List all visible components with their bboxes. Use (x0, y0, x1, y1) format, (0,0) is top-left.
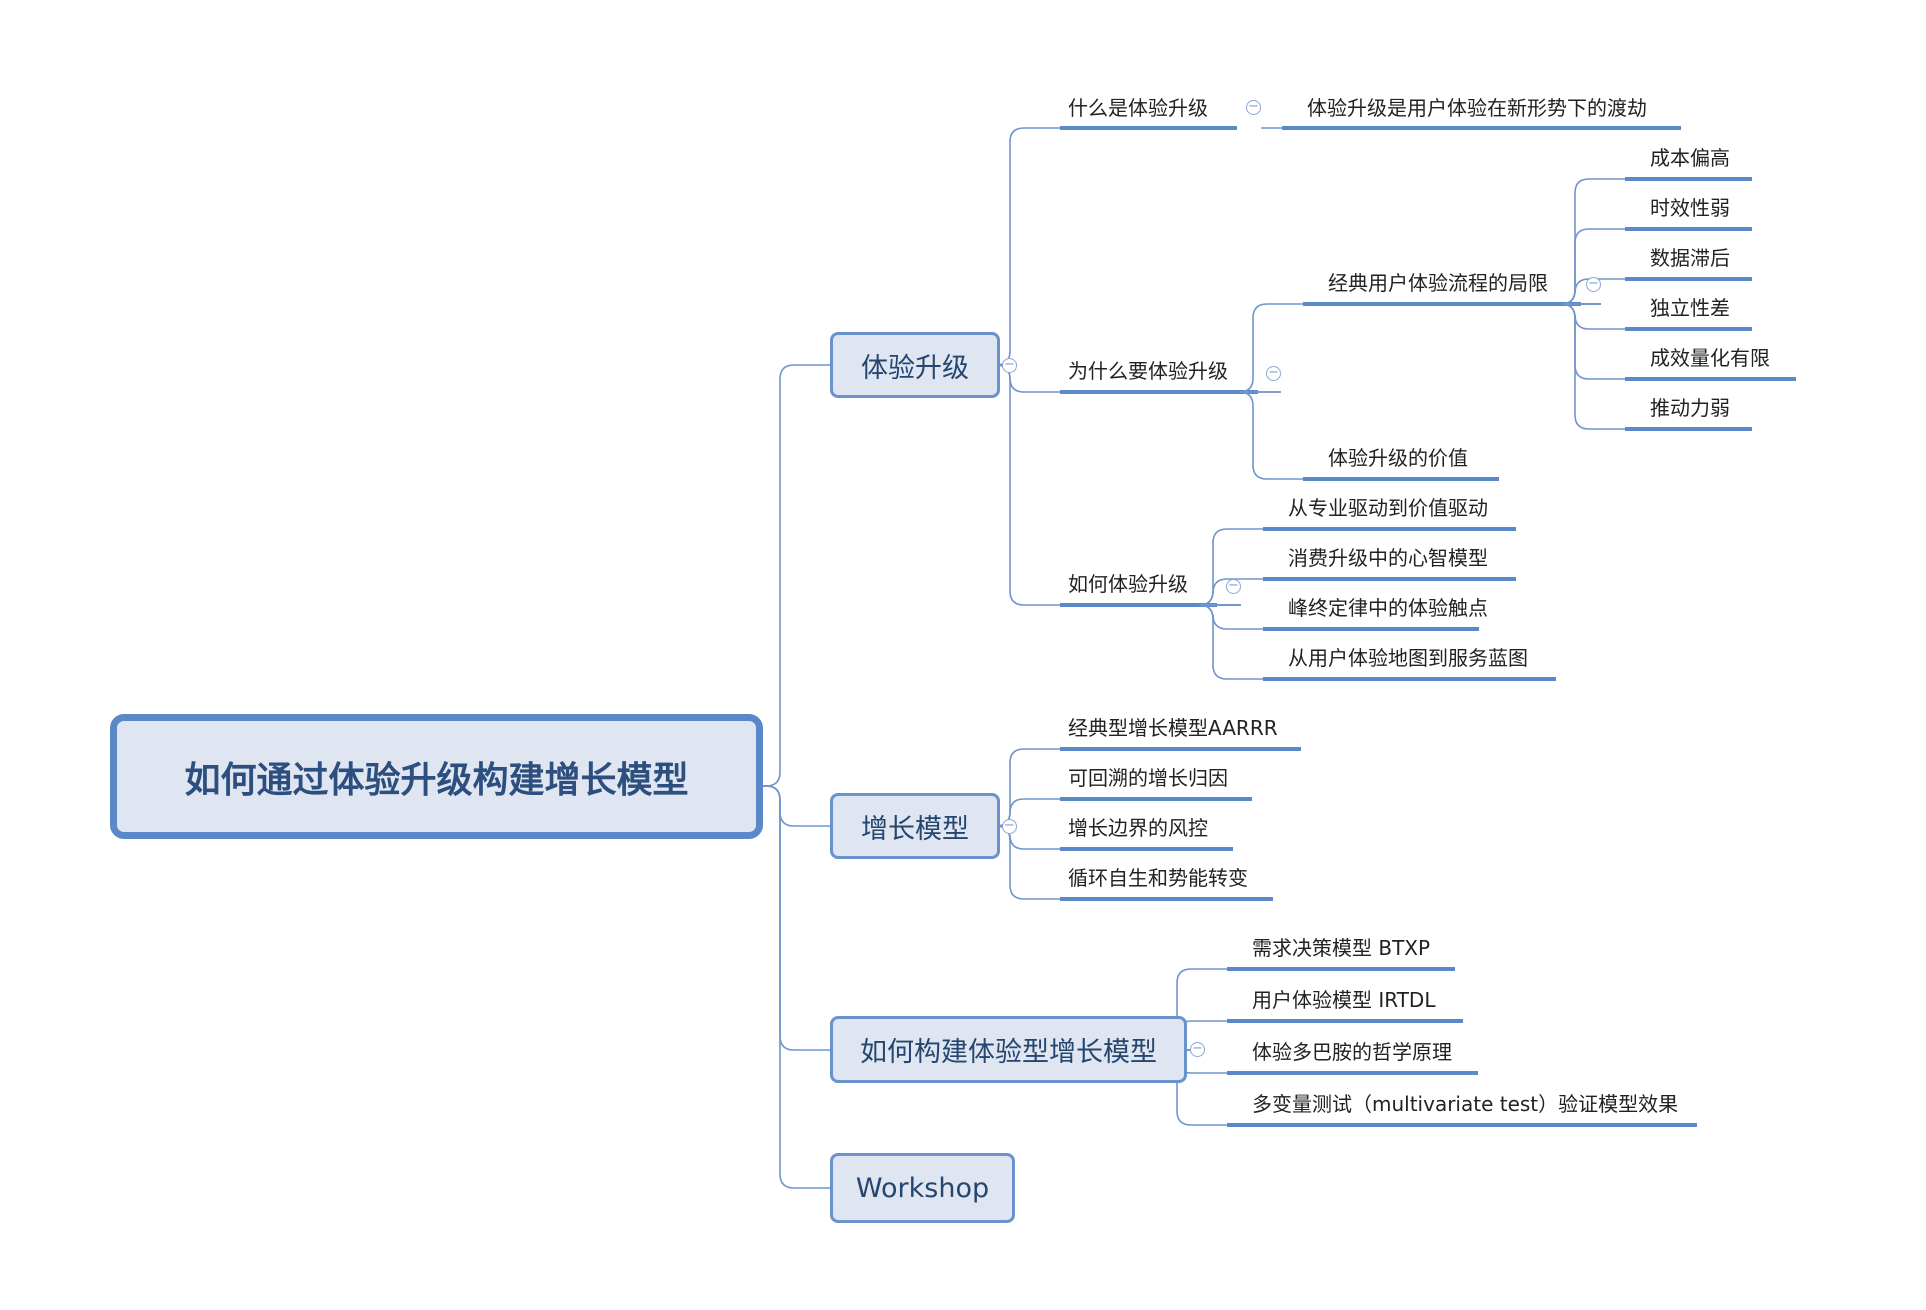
branch-label: 如何构建体验型增长模型 (860, 1037, 1157, 1068)
topic-limit-quantification[interactable]: 成效量化有限 (1650, 346, 1770, 370)
topic-upgrade-value[interactable]: 体验升级的价值 (1328, 446, 1468, 470)
topic-growth-3[interactable]: 增长边界的风控 (1068, 816, 1208, 840)
topic-classic-ux-limits[interactable]: 经典用户体验流程的局限 (1328, 271, 1548, 295)
topic-growth-2[interactable]: 可回溯的增长归因 (1068, 766, 1228, 790)
connector (1560, 303, 1625, 430)
topic-build-1[interactable]: 需求决策模型 BTXP (1252, 936, 1431, 960)
root-topic-label: 如何通过体验升级构建增长模型 (184, 759, 689, 801)
connector (995, 748, 1060, 827)
topic-growth-1[interactable]: 经典型增长模型AARRR (1068, 716, 1278, 740)
collapse-toggle-icon[interactable]: − (1002, 819, 1017, 834)
connector (1560, 303, 1625, 380)
branch-label: 增长模型 (861, 813, 969, 845)
topic-limit-driving-force[interactable]: 推动力弱 (1650, 396, 1730, 420)
connector (763, 785, 830, 827)
branch-growth-model[interactable]: 增长模型 (830, 793, 1000, 859)
topic-build-2[interactable]: 用户体验模型 IRTDL (1252, 988, 1436, 1012)
topic-how-2[interactable]: 消费升级中的心智模型 (1288, 546, 1488, 570)
collapse-toggle-icon[interactable]: − (1226, 579, 1241, 594)
topic-how-3[interactable]: 峰终定律中的体验触点 (1288, 596, 1488, 620)
topic-limit-data-lag[interactable]: 数据滞后 (1650, 246, 1730, 270)
connector (995, 825, 1060, 900)
collapse-toggle-icon[interactable]: − (1002, 358, 1017, 373)
topic-how-upgrade[interactable]: 如何体验升级 (1068, 572, 1188, 596)
connector (1238, 391, 1303, 480)
topic-upgrade-definition[interactable]: 体验升级是用户体验在新形势下的渡劫 (1307, 96, 1647, 120)
collapse-toggle-icon[interactable]: − (1266, 366, 1281, 381)
collapse-toggle-icon[interactable]: − (1246, 100, 1261, 115)
topic-limit-timeliness[interactable]: 时效性弱 (1650, 196, 1730, 220)
connector (763, 364, 830, 787)
topic-limit-cost[interactable]: 成本偏高 (1650, 146, 1730, 170)
collapse-toggle-icon[interactable]: − (1586, 277, 1601, 292)
connector (1198, 604, 1263, 680)
topic-build-3[interactable]: 体验多巴胺的哲学原理 (1252, 1040, 1452, 1064)
connector (763, 785, 830, 1189)
topic-how-1[interactable]: 从专业驱动到价值驱动 (1288, 496, 1488, 520)
topic-build-4[interactable]: 多变量测试（multivariate test）验证模型效果 (1252, 1092, 1679, 1116)
topic-what-is-upgrade[interactable]: 什么是体验升级 (1068, 96, 1208, 120)
connector (995, 364, 1060, 606)
branch-experience-upgrade[interactable]: 体验升级 (830, 332, 1000, 398)
connector (995, 127, 1060, 366)
root-topic[interactable]: 如何通过体验升级构建增长模型 (110, 714, 763, 839)
branch-label: 体验升级 (861, 352, 969, 384)
connector (1560, 228, 1625, 305)
topic-why-upgrade[interactable]: 为什么要体验升级 (1068, 359, 1228, 383)
topic-limit-independence[interactable]: 独立性差 (1650, 296, 1730, 320)
topic-how-4[interactable]: 从用户体验地图到服务蓝图 (1288, 646, 1528, 670)
collapse-toggle-icon[interactable]: − (1190, 1042, 1205, 1057)
branch-build-growth-model[interactable]: 如何构建体验型增长模型 (830, 1016, 1187, 1083)
topic-growth-4[interactable]: 循环自生和势能转变 (1068, 866, 1248, 890)
branch-label: Workshop (855, 1172, 990, 1204)
branch-workshop[interactable]: Workshop (830, 1153, 1015, 1223)
